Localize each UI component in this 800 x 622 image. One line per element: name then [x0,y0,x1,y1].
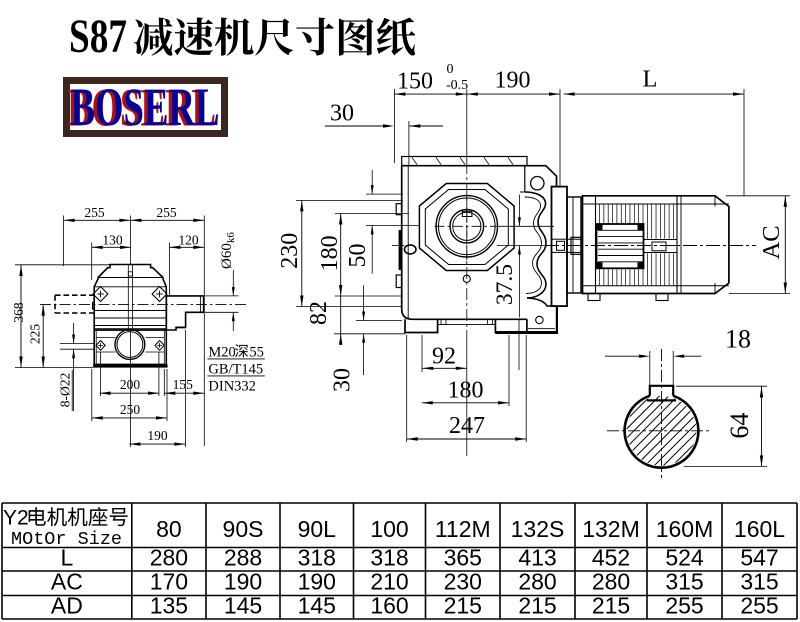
svg-text:160M: 160M [656,516,714,542]
svg-text:255: 255 [665,593,703,619]
svg-text:225: 225 [28,324,43,345]
svg-text:100: 100 [370,516,408,542]
svg-text:M20: M20 [208,344,235,360]
svg-text:90L: 90L [298,516,337,542]
svg-text:215: 215 [444,593,482,619]
svg-text:160: 160 [370,593,408,619]
svg-text:-0.5: -0.5 [446,78,468,93]
svg-text:215: 215 [592,593,630,619]
svg-text:280: 280 [518,569,556,595]
svg-text:Y2: Y2 [3,507,29,530]
svg-text:230: 230 [444,569,482,595]
svg-text:120: 120 [178,232,199,247]
svg-text:413: 413 [518,545,556,571]
svg-text:30: 30 [329,368,355,392]
svg-text:180: 180 [448,377,484,403]
svg-text:0: 0 [447,62,454,77]
svg-text:155: 155 [173,377,194,392]
svg-text:315: 315 [665,569,703,595]
svg-text:64: 64 [725,413,754,439]
svg-text:150: 150 [397,69,433,95]
svg-text:130: 130 [102,232,123,247]
svg-text:145: 145 [298,593,336,619]
svg-text:BOSERL: BOSERL [67,78,216,138]
svg-text:247: 247 [449,413,485,439]
svg-text:112M: 112M [435,516,491,542]
svg-text:190: 190 [224,569,262,595]
svg-text:230: 230 [277,233,303,269]
svg-text:190: 190 [147,428,168,443]
svg-text:30: 30 [330,101,354,127]
svg-text:255: 255 [84,205,105,220]
svg-text:215: 215 [518,593,556,619]
svg-text:255: 255 [156,205,177,220]
svg-text:50: 50 [345,244,371,268]
svg-text:135: 135 [150,593,188,619]
svg-text:8-Ø22: 8-Ø22 [58,373,73,408]
svg-text:AD: AD [51,593,83,619]
svg-text:160L: 160L [734,516,785,542]
svg-text:80: 80 [156,516,182,542]
svg-text:DIN332: DIN332 [208,378,256,394]
svg-text:170: 170 [150,569,188,595]
svg-text:524: 524 [665,545,704,571]
svg-text:BOSERL: BOSERL [71,77,220,137]
svg-text:365: 365 [444,545,482,571]
svg-text:132M: 132M [582,516,640,542]
svg-text:GB/T145: GB/T145 [208,361,263,377]
svg-text:AC: AC [758,225,785,259]
svg-text:288: 288 [224,545,262,571]
svg-text:368: 368 [11,302,26,323]
svg-text:547: 547 [740,545,778,571]
svg-text:AC: AC [51,569,83,595]
svg-text:L: L [61,545,74,571]
svg-text:190: 190 [298,569,336,595]
svg-text:145: 145 [224,593,262,619]
svg-text:18: 18 [725,324,751,353]
svg-text:210: 210 [370,569,408,595]
svg-text:37.5: 37.5 [492,264,518,305]
svg-text:92: 92 [432,343,456,369]
svg-text:S87: S87 [69,10,127,63]
svg-text:180: 180 [317,235,343,271]
svg-text:90S: 90S [223,516,264,542]
svg-text:L: L [643,66,658,93]
svg-text:452: 452 [592,545,630,571]
svg-text:190: 190 [495,68,531,94]
svg-text:55: 55 [249,344,264,360]
svg-text:280: 280 [592,569,630,595]
svg-text:318: 318 [298,545,336,571]
svg-text:132S: 132S [511,516,565,542]
svg-text:MOtOr Size: MOtOr Size [11,529,122,550]
svg-text:255: 255 [740,593,778,619]
svg-text:82: 82 [306,301,332,325]
svg-text:318: 318 [370,545,408,571]
svg-text:280: 280 [150,545,188,571]
svg-text:315: 315 [740,569,778,595]
